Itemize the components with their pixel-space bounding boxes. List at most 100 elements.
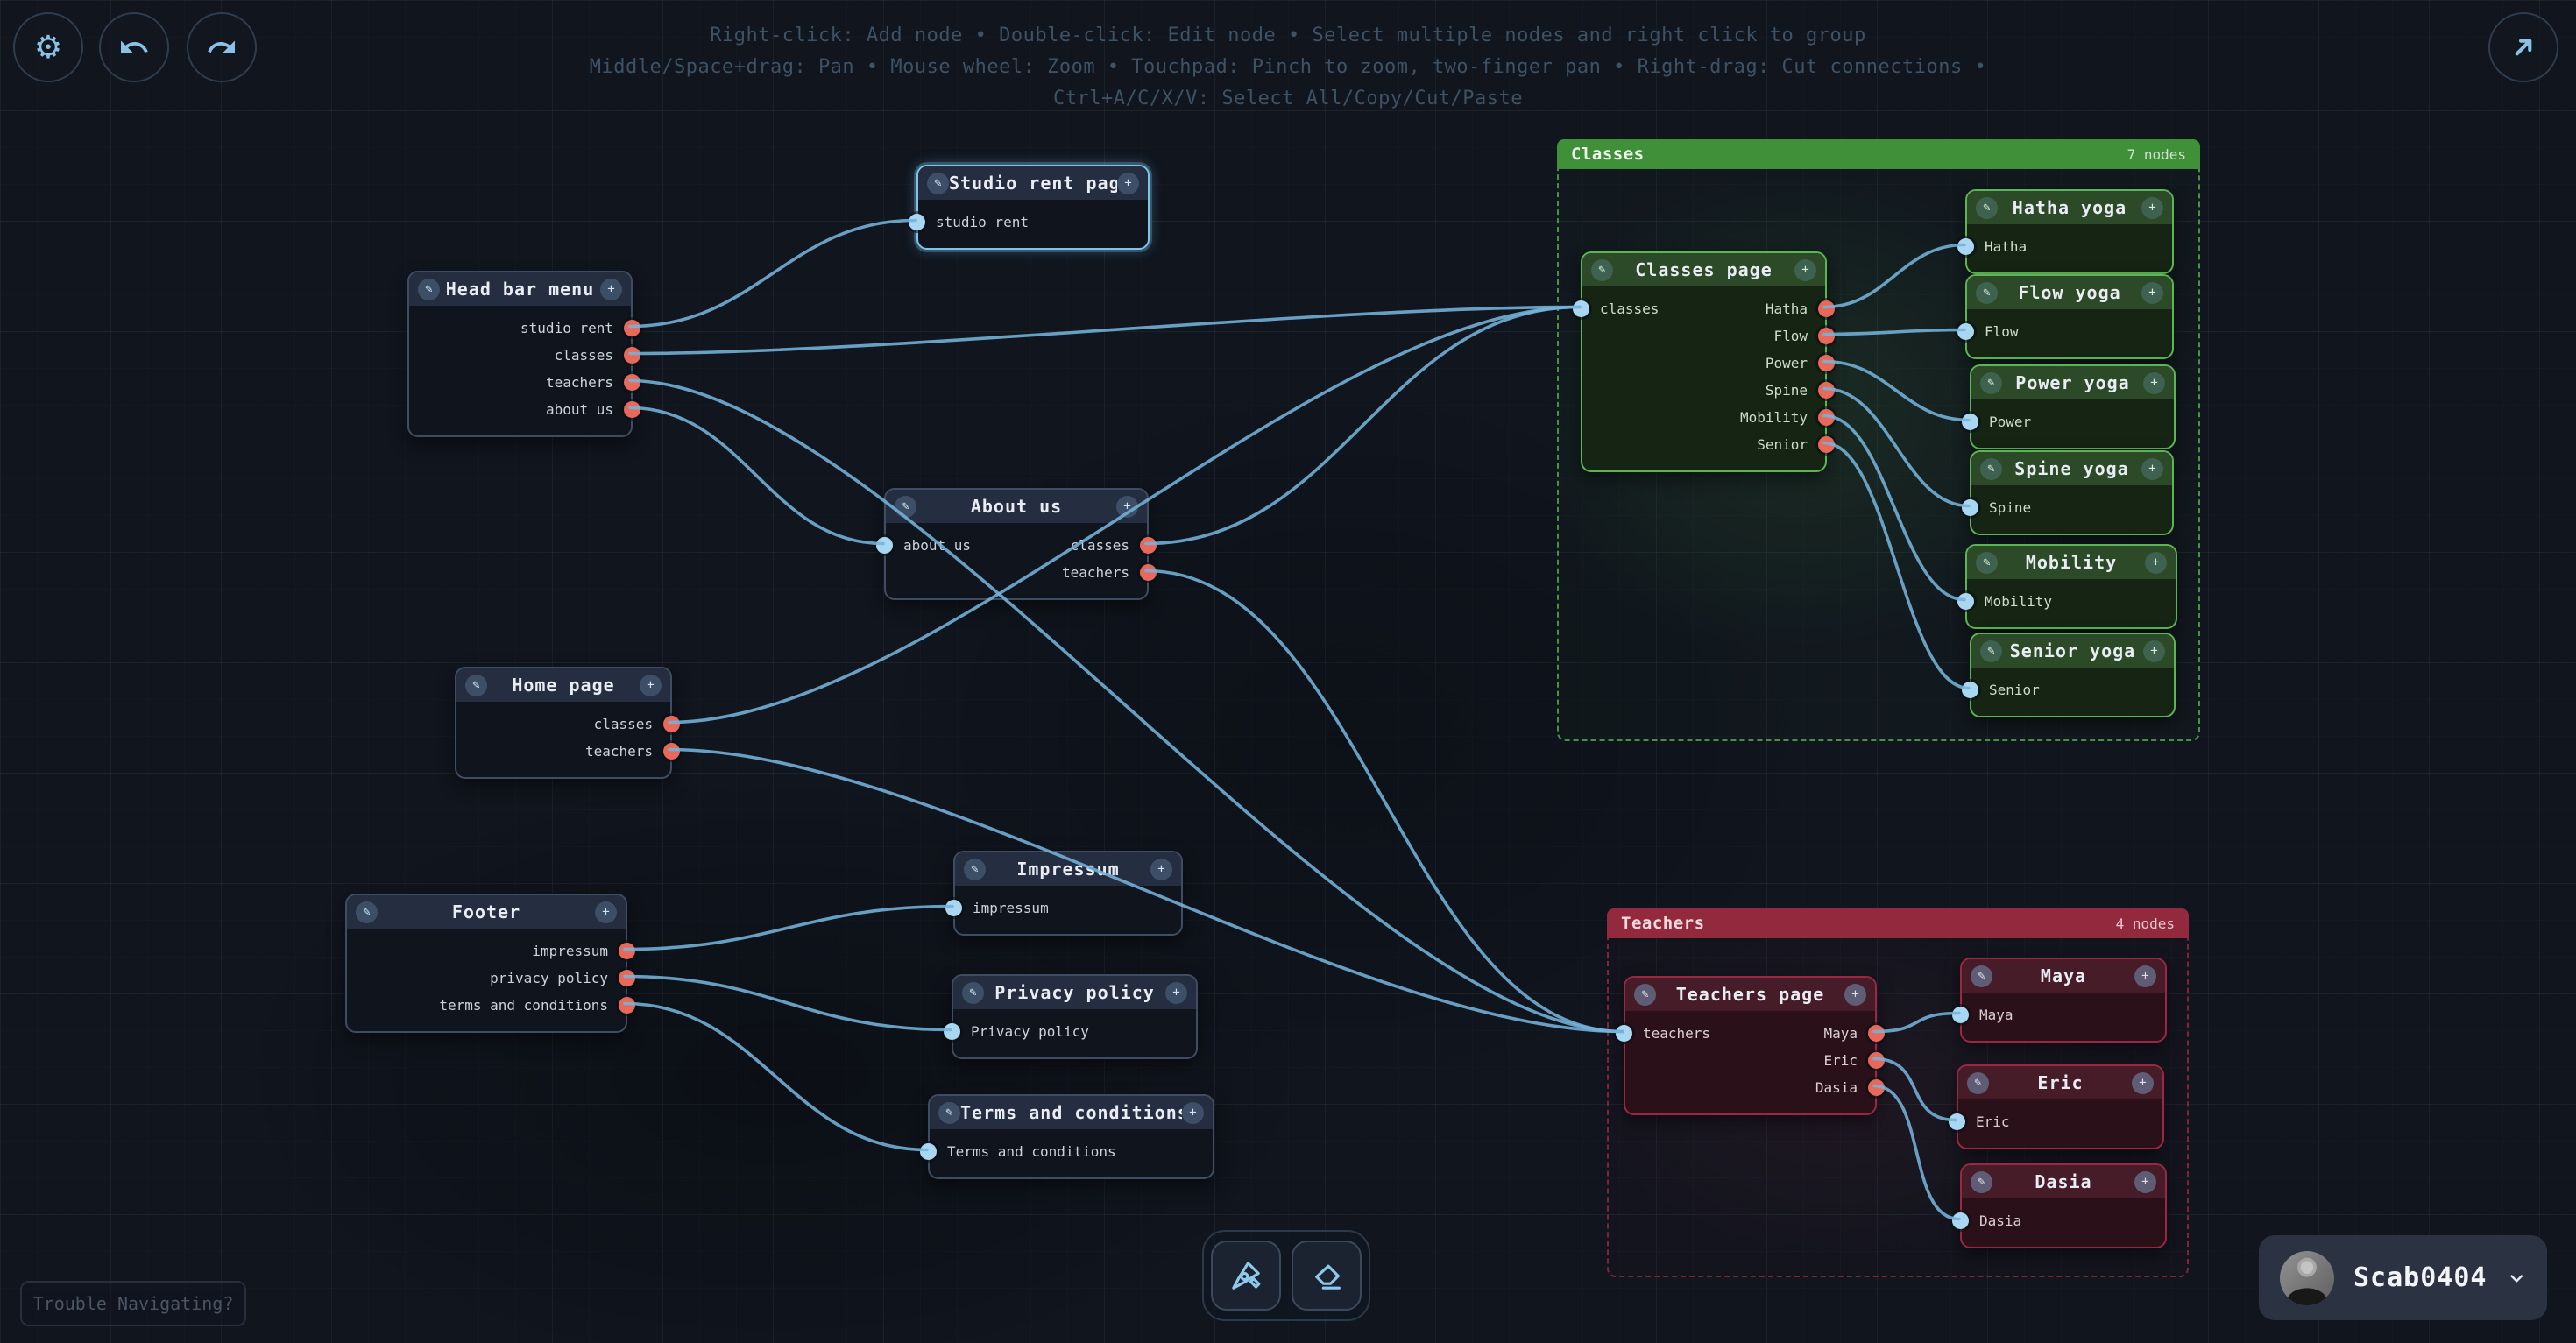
- node-header-hatha-yoga[interactable]: ✎Hatha yoga+: [1967, 191, 2172, 224]
- open-in-new-button[interactable]: [2488, 12, 2558, 82]
- node-header-senior-yoga[interactable]: ✎Senior yoga+: [1971, 634, 2174, 668]
- connection-edge[interactable]: [623, 1001, 929, 1152]
- node-header-about-us[interactable]: ✎About us+: [886, 490, 1147, 523]
- node-header-impressum[interactable]: ✎Impressum+: [955, 852, 1181, 886]
- input-port-Eric[interactable]: [1949, 1113, 1965, 1130]
- edit-node-button[interactable]: ✎: [964, 858, 986, 880]
- connection-edge[interactable]: [628, 378, 1624, 1034]
- input-port-Hatha[interactable]: [1957, 238, 1974, 255]
- input-port-about us[interactable]: [876, 537, 893, 554]
- add-port-button[interactable]: +: [2132, 1071, 2154, 1094]
- edit-node-button[interactable]: ✎: [1976, 196, 1998, 219]
- output-port-teachers[interactable]: [624, 374, 640, 391]
- node-hatha-yoga[interactable]: ✎Hatha yoga+Hatha: [1957, 189, 2174, 274]
- node-dasia[interactable]: ✎Dasia+Dasia: [1952, 1163, 2167, 1248]
- connection-edge[interactable]: [1822, 441, 1971, 690]
- output-port-Spine[interactable]: [1818, 382, 1835, 399]
- node-header-spine-yoga[interactable]: ✎Spine yoga+: [1971, 452, 2172, 485]
- node-header-power-yoga[interactable]: ✎Power yoga+: [1971, 366, 2174, 399]
- output-port-classes[interactable]: [624, 347, 640, 364]
- connection-edge[interactable]: [1144, 569, 1624, 1034]
- connection-edge[interactable]: [1822, 386, 1971, 508]
- edit-node-button[interactable]: ✎: [1591, 258, 1613, 281]
- output-port-Flow[interactable]: [1818, 328, 1835, 344]
- add-port-button[interactable]: +: [2141, 196, 2163, 219]
- redo-button[interactable]: [187, 12, 257, 82]
- node-header-teachers-page[interactable]: ✎Teachers page+: [1625, 978, 1875, 1011]
- node-spine-yoga[interactable]: ✎Spine yoga+Spine: [1962, 450, 2174, 535]
- output-port-classes[interactable]: [663, 716, 680, 732]
- output-port-Maya[interactable]: [1868, 1025, 1885, 1042]
- user-account-menu[interactable]: Scab0404: [2259, 1235, 2547, 1320]
- settings-button[interactable]: ⚙: [13, 12, 83, 82]
- connection-edge[interactable]: [668, 305, 1582, 725]
- node-mobility[interactable]: ✎Mobility+Mobility: [1957, 544, 2177, 629]
- input-port-impressum[interactable]: [945, 900, 962, 916]
- node-impressum[interactable]: ✎Impressum+impressum: [945, 851, 1183, 936]
- output-port-Eric[interactable]: [1868, 1052, 1885, 1069]
- node-power-yoga[interactable]: ✎Power yoga+Power: [1962, 364, 2176, 449]
- output-port-Hatha[interactable]: [1818, 300, 1835, 317]
- connection-edge[interactable]: [1822, 243, 1966, 309]
- add-port-button[interactable]: +: [2143, 640, 2165, 662]
- edit-node-button[interactable]: ✎: [1980, 457, 2002, 480]
- edit-node-button[interactable]: ✎: [962, 981, 984, 1004]
- edit-node-button[interactable]: ✎: [1971, 1170, 1992, 1193]
- add-port-button[interactable]: +: [2134, 1170, 2156, 1193]
- add-port-button[interactable]: +: [2143, 371, 2165, 394]
- eraser-tool-button[interactable]: [1292, 1241, 1362, 1311]
- add-port-button[interactable]: +: [640, 674, 662, 696]
- output-port-studio rent[interactable]: [624, 320, 640, 336]
- input-port-Privacy policy[interactable]: [944, 1023, 960, 1040]
- edit-node-button[interactable]: ✎: [1971, 965, 1992, 987]
- edit-node-button[interactable]: ✎: [1976, 551, 1998, 574]
- node-header-footer[interactable]: ✎Footer+: [347, 895, 626, 929]
- node-header-head-bar-menu[interactable]: ✎Head bar menu+: [409, 272, 631, 306]
- input-port-Power[interactable]: [1962, 414, 1978, 430]
- add-port-button[interactable]: +: [1150, 858, 1172, 880]
- edit-node-button[interactable]: ✎: [1967, 1071, 1989, 1094]
- edit-node-button[interactable]: ✎: [1976, 281, 1998, 304]
- node-header-privacy-policy[interactable]: ✎Privacy policy+: [953, 976, 1196, 1009]
- connection-edge[interactable]: [628, 305, 1582, 356]
- node-header-eric[interactable]: ✎Eric+: [1958, 1066, 2162, 1099]
- edit-node-button[interactable]: ✎: [1634, 983, 1656, 1006]
- output-port-Dasia[interactable]: [1868, 1079, 1885, 1096]
- edit-node-button[interactable]: ✎: [465, 674, 487, 696]
- connection-edge[interactable]: [623, 974, 952, 1032]
- add-port-button[interactable]: +: [1794, 258, 1816, 281]
- node-eric[interactable]: ✎Eric+Eric: [1949, 1064, 2164, 1149]
- output-port-Power[interactable]: [1818, 355, 1835, 371]
- undo-button[interactable]: [99, 12, 169, 82]
- node-header-classes-page[interactable]: ✎Classes page+: [1582, 253, 1825, 286]
- add-port-button[interactable]: +: [595, 901, 617, 923]
- add-port-button[interactable]: +: [600, 278, 622, 300]
- output-port-Senior[interactable]: [1818, 436, 1835, 453]
- node-flow-yoga[interactable]: ✎Flow yoga+Flow: [1957, 274, 2174, 359]
- edit-node-button[interactable]: ✎: [1980, 371, 2002, 394]
- add-port-button[interactable]: +: [2141, 457, 2163, 480]
- output-port-terms and conditions[interactable]: [619, 997, 635, 1014]
- add-port-button[interactable]: +: [1165, 981, 1187, 1004]
- connection-edge[interactable]: [623, 904, 954, 951]
- input-port-teachers[interactable]: [1616, 1025, 1632, 1042]
- pen-tool-button[interactable]: [1211, 1241, 1281, 1311]
- connection-edge[interactable]: [628, 218, 917, 329]
- add-port-button[interactable]: +: [2141, 281, 2163, 304]
- node-header-terms-and-conditions[interactable]: ✎Terms and conditions+: [930, 1096, 1213, 1129]
- input-port-studio rent[interactable]: [909, 214, 925, 230]
- output-port-about us[interactable]: [624, 401, 640, 418]
- output-port-teachers[interactable]: [663, 743, 680, 760]
- input-port-Terms and conditions[interactable]: [920, 1143, 937, 1160]
- edit-node-button[interactable]: ✎: [1980, 640, 2002, 662]
- edit-node-button[interactable]: ✎: [356, 901, 378, 923]
- output-port-impressum[interactable]: [619, 943, 635, 959]
- connection-edge[interactable]: [1144, 305, 1582, 546]
- connection-edge[interactable]: [668, 747, 1624, 1034]
- output-port-privacy policy[interactable]: [619, 970, 635, 986]
- edit-node-button[interactable]: ✎: [895, 495, 916, 518]
